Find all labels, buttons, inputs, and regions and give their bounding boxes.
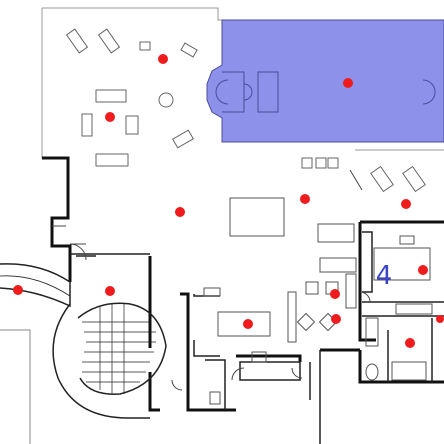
marker-6[interactable]	[175, 207, 185, 217]
marker-12[interactable]	[243, 319, 253, 329]
staircase	[0, 263, 167, 444]
marker-1[interactable]	[158, 54, 168, 64]
marker-7[interactable]	[418, 265, 428, 275]
room-number-label: 4	[376, 261, 393, 291]
doors	[52, 169, 371, 391]
marker-8[interactable]	[13, 285, 23, 295]
marker-10[interactable]	[330, 289, 340, 299]
interior-walls	[70, 231, 444, 444]
marker-14[interactable]	[436, 315, 444, 323]
marker-9[interactable]	[105, 286, 115, 296]
swimming-pool	[206, 19, 444, 143]
marker-4[interactable]	[300, 194, 310, 204]
marker-2[interactable]	[343, 78, 353, 88]
location-markers	[13, 54, 444, 348]
terrace-furniture	[65, 28, 426, 193]
marker-5[interactable]	[401, 199, 411, 209]
marker-3[interactable]	[105, 112, 115, 122]
marker-13[interactable]	[405, 338, 415, 348]
marker-11[interactable]	[331, 314, 341, 324]
walls	[42, 156, 444, 412]
interior-furniture	[203, 197, 433, 405]
